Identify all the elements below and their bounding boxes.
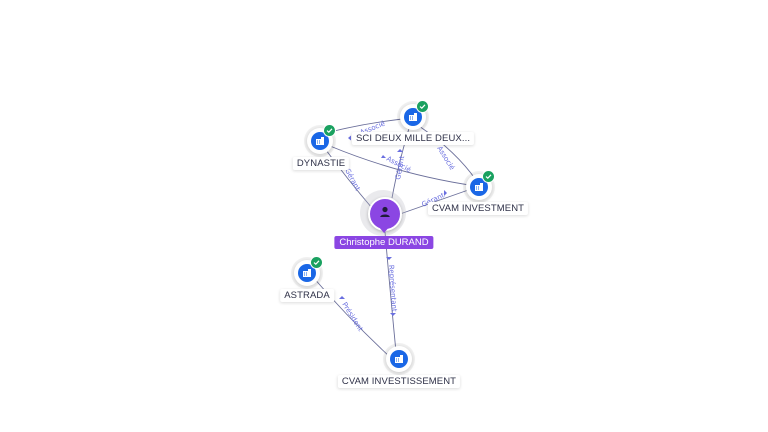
building-icon: [470, 178, 488, 196]
verified-check-icon: [482, 170, 495, 183]
edge-arrow: [390, 313, 396, 316]
building-icon: [298, 264, 316, 282]
edge-label: Gérant: [343, 167, 361, 192]
company-node-dynastie[interactable]: [307, 124, 336, 154]
building-icon: [404, 108, 422, 126]
verified-check-icon: [416, 100, 429, 113]
edge-arrow: [386, 257, 392, 260]
edge-cvam-investissement-astrada: [311, 275, 391, 358]
company-node-cvam-investment[interactable]: [466, 170, 495, 200]
verified-check-icon: [323, 124, 336, 137]
company-label-sci-deux-mille-deux[interactable]: SCI DEUX MILLE DEUX...: [351, 132, 475, 145]
edge-label: Président: [340, 301, 364, 333]
verified-check-icon: [310, 256, 323, 269]
company-node-cvam-investissement[interactable]: [386, 346, 412, 372]
edge-arrow: [348, 135, 351, 141]
company-label-cvam-investment[interactable]: CVAM INVESTMENT: [427, 202, 529, 215]
person-pin-tip: [378, 226, 390, 233]
company-label-dynastie[interactable]: DYNASTIE: [292, 157, 350, 170]
edge-arrow: [339, 296, 345, 299]
building-icon: [311, 132, 329, 150]
building-icon: [390, 350, 408, 368]
person-label[interactable]: Christophe DURAND: [334, 236, 434, 249]
edge-arrow: [444, 190, 447, 196]
company-node-astrada[interactable]: [294, 256, 323, 286]
company-label-cvam-investissement[interactable]: CVAM INVESTISSEMENT: [337, 375, 461, 388]
edge-arrow: [381, 155, 386, 158]
edge-label: Représentant: [387, 265, 398, 313]
edge-person-dynastie: [322, 145, 373, 209]
company-node-sci-deux-mille-deux[interactable]: [400, 100, 429, 130]
company-label-astrada[interactable]: ASTRADA: [280, 289, 334, 302]
edge-label: Associé: [435, 145, 456, 172]
user-icon: [378, 205, 392, 224]
edge-arrow: [397, 149, 403, 152]
edge-cvam-investment-sci: [415, 123, 477, 181]
person-node[interactable]: [368, 197, 402, 231]
edge-dynastie-cvam-investment: [329, 145, 477, 187]
